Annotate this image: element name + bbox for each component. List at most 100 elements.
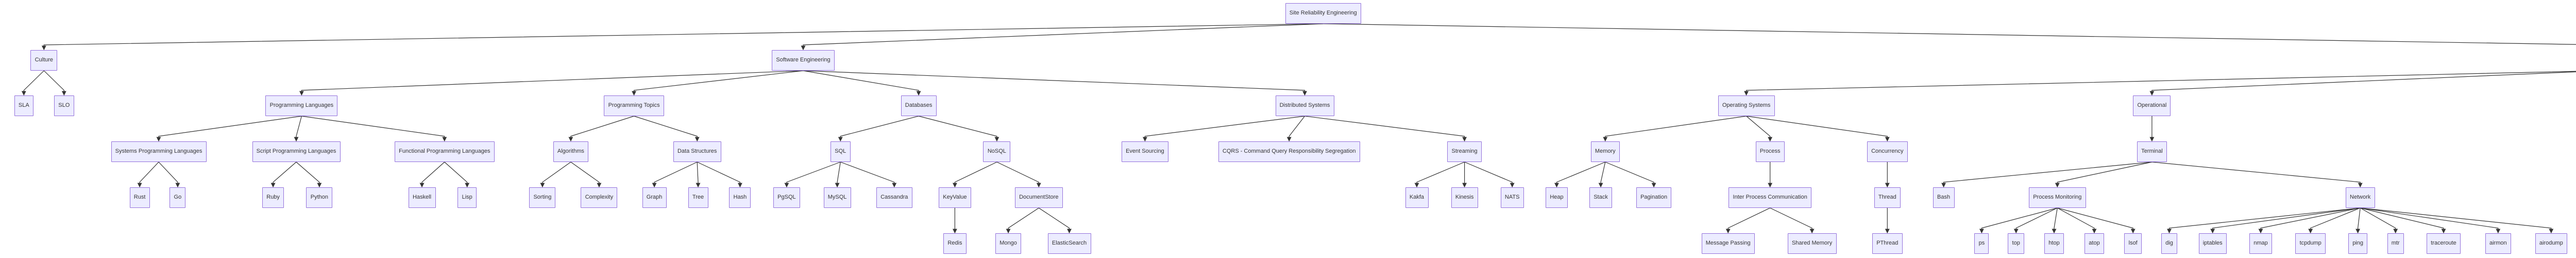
node-go: Go [170, 187, 186, 208]
node-ps: ps [1974, 233, 1989, 254]
node-ruby: Ruby [262, 187, 284, 208]
node-tcpdump: tcpdump [2295, 233, 2326, 254]
node-mongo: Mongo [995, 233, 1022, 254]
node-culture: Culture [30, 50, 58, 71]
node-haskell: Haskell [408, 187, 436, 208]
edge-memory--stack [1598, 162, 1606, 188]
node-streaming: Streaming [1447, 141, 1482, 162]
node-terminal: Terminal [2137, 141, 2167, 162]
edge-script-programming-languages--ruby [270, 162, 297, 188]
node-operational: Operational [2133, 95, 2171, 116]
edge-sql--cassandra [840, 162, 897, 188]
node-complexity: Complexity [581, 187, 618, 208]
node-shared-memory: Shared Memory [1787, 233, 1837, 254]
node-functional-programming-languages: Functional Programming Languages [394, 141, 495, 162]
edge-databases--sql [838, 116, 919, 142]
edge-documentstore--mongo [1006, 207, 1039, 234]
edge-functional-programming-languages--lisp [444, 162, 470, 188]
node-heap: Heap [1546, 187, 1568, 208]
edge-distributed-systems--cqrs-command-query-responsibility-segregation [1286, 116, 1305, 142]
node-dig: dig [2161, 233, 2177, 254]
edge-site-reliability-engineering--software-engineering [801, 23, 1324, 51]
edge-systems-programming-languages--go [158, 162, 180, 188]
node-airodump: airodump [2535, 233, 2567, 254]
edge-algorithms--sorting [540, 162, 571, 188]
edge-site-reliability-engineering--operations [1323, 23, 2576, 45]
edge-process-monitoring--ps [1979, 207, 2058, 234]
node-operating-systems: Operating Systems [1718, 95, 1775, 116]
node-kinesis: Kinesis [1451, 187, 1478, 208]
node-cqrs-command-query-responsibility-segregation: CQRS - Command Query Responsibility Segr… [1218, 141, 1360, 162]
node-tree: Tree [688, 187, 708, 208]
edge-network--ping [2355, 207, 2361, 234]
node-htop: htop [2044, 233, 2064, 254]
node-rust: Rust [129, 187, 150, 208]
node-software-engineering: Software Engineering [772, 50, 835, 71]
edge-programming-languages--functional-programming-languages [301, 116, 447, 142]
node-algorithms: Algorithms [553, 141, 588, 162]
node-event-sourcing: Event Sourcing [1121, 141, 1168, 162]
node-elasticsearch: ElasticSearch [1047, 233, 1091, 254]
edge-streaming--kakfa [1414, 162, 1465, 188]
edge-data-structures--tree [696, 162, 701, 188]
edge-software-engineering--programming-languages [299, 70, 804, 96]
edge-software-engineering--distributed-systems [803, 70, 1307, 96]
edge-software-engineering--programming-topics [632, 70, 804, 96]
node-databases: Databases [901, 95, 937, 116]
node-keyvalue: KeyValue [938, 187, 971, 208]
edge-data-structures--hash [697, 162, 742, 188]
node-hash: Hash [729, 187, 751, 208]
edge-programming-languages--script-programming-languages [294, 116, 302, 142]
node-pgsql: PgSQL [773, 187, 800, 208]
node-ping: ping [2348, 233, 2368, 254]
node-pthread: PThread [1872, 233, 1903, 254]
node-sla: SLA [14, 95, 33, 116]
edge-systems-programming-languages--rust [137, 162, 159, 188]
node-atop: atop [2084, 233, 2104, 254]
edge-streaming--nats [1464, 162, 1515, 188]
node-iptables: iptables [2198, 233, 2227, 254]
node-documentstore: DocumentStore [1014, 187, 1063, 208]
node-redis: Redis [943, 233, 967, 254]
edge-network--iptables [2210, 207, 2361, 234]
edge-process-monitoring--top [2013, 207, 2058, 234]
edge-software-engineering--databases [803, 70, 921, 96]
node-process: Process [1755, 141, 1785, 162]
edge-script-programming-languages--python [296, 162, 322, 188]
node-graph: Graph [642, 187, 667, 208]
node-concurrency: Concurrency [1867, 141, 1908, 162]
edge-programming-topics--algorithms [568, 116, 634, 142]
node-stack: Stack [1589, 187, 1613, 208]
edge-network--tcpdump [2308, 207, 2361, 234]
edge-culture--sla [21, 70, 44, 96]
node-distributed-systems: Distributed Systems [1275, 95, 1334, 116]
node-site-reliability-engineering: Site Reliability Engineering [1285, 3, 1361, 24]
edge-distributed-systems--event-sourcing [1142, 116, 1305, 142]
node-programming-languages: Programming Languages [265, 95, 338, 116]
edge-nosql--keyvalue [952, 162, 997, 188]
node-data-structures: Data Structures [673, 141, 721, 162]
node-inter-process-communication: Inter Process Communication [1728, 187, 1812, 208]
node-bash: Bash [1933, 187, 1955, 208]
edge-culture--slo [43, 70, 66, 96]
edge-programming-languages--systems-programming-languages [156, 116, 302, 142]
edge-terminal--process-monitoring [2055, 162, 2153, 188]
edge-memory--heap [1554, 162, 1606, 188]
node-mysql: MySQL [823, 187, 851, 208]
node-nats: NATS [1500, 187, 1524, 208]
edge-programming-topics--data-structures [634, 116, 700, 142]
node-thread: Thread [1874, 187, 1901, 208]
edge-process-monitoring--atop [2057, 207, 2097, 234]
node-memory: Memory [1590, 141, 1620, 162]
node-systems-programming-languages: Systems Programming Languages [111, 141, 207, 162]
edge-inter-process-communication--shared-memory [1770, 207, 1815, 234]
node-sorting: Sorting [529, 187, 556, 208]
edge-terminal--bash [1941, 162, 2152, 188]
node-script-programming-languages: Script Programming Languages [252, 141, 341, 162]
node-airmon: airmon [2485, 233, 2511, 254]
node-sql: SQL [830, 141, 851, 162]
edge-network--airodump [2360, 207, 2554, 234]
edge-inter-process-communication--message-passing [1725, 207, 1770, 234]
